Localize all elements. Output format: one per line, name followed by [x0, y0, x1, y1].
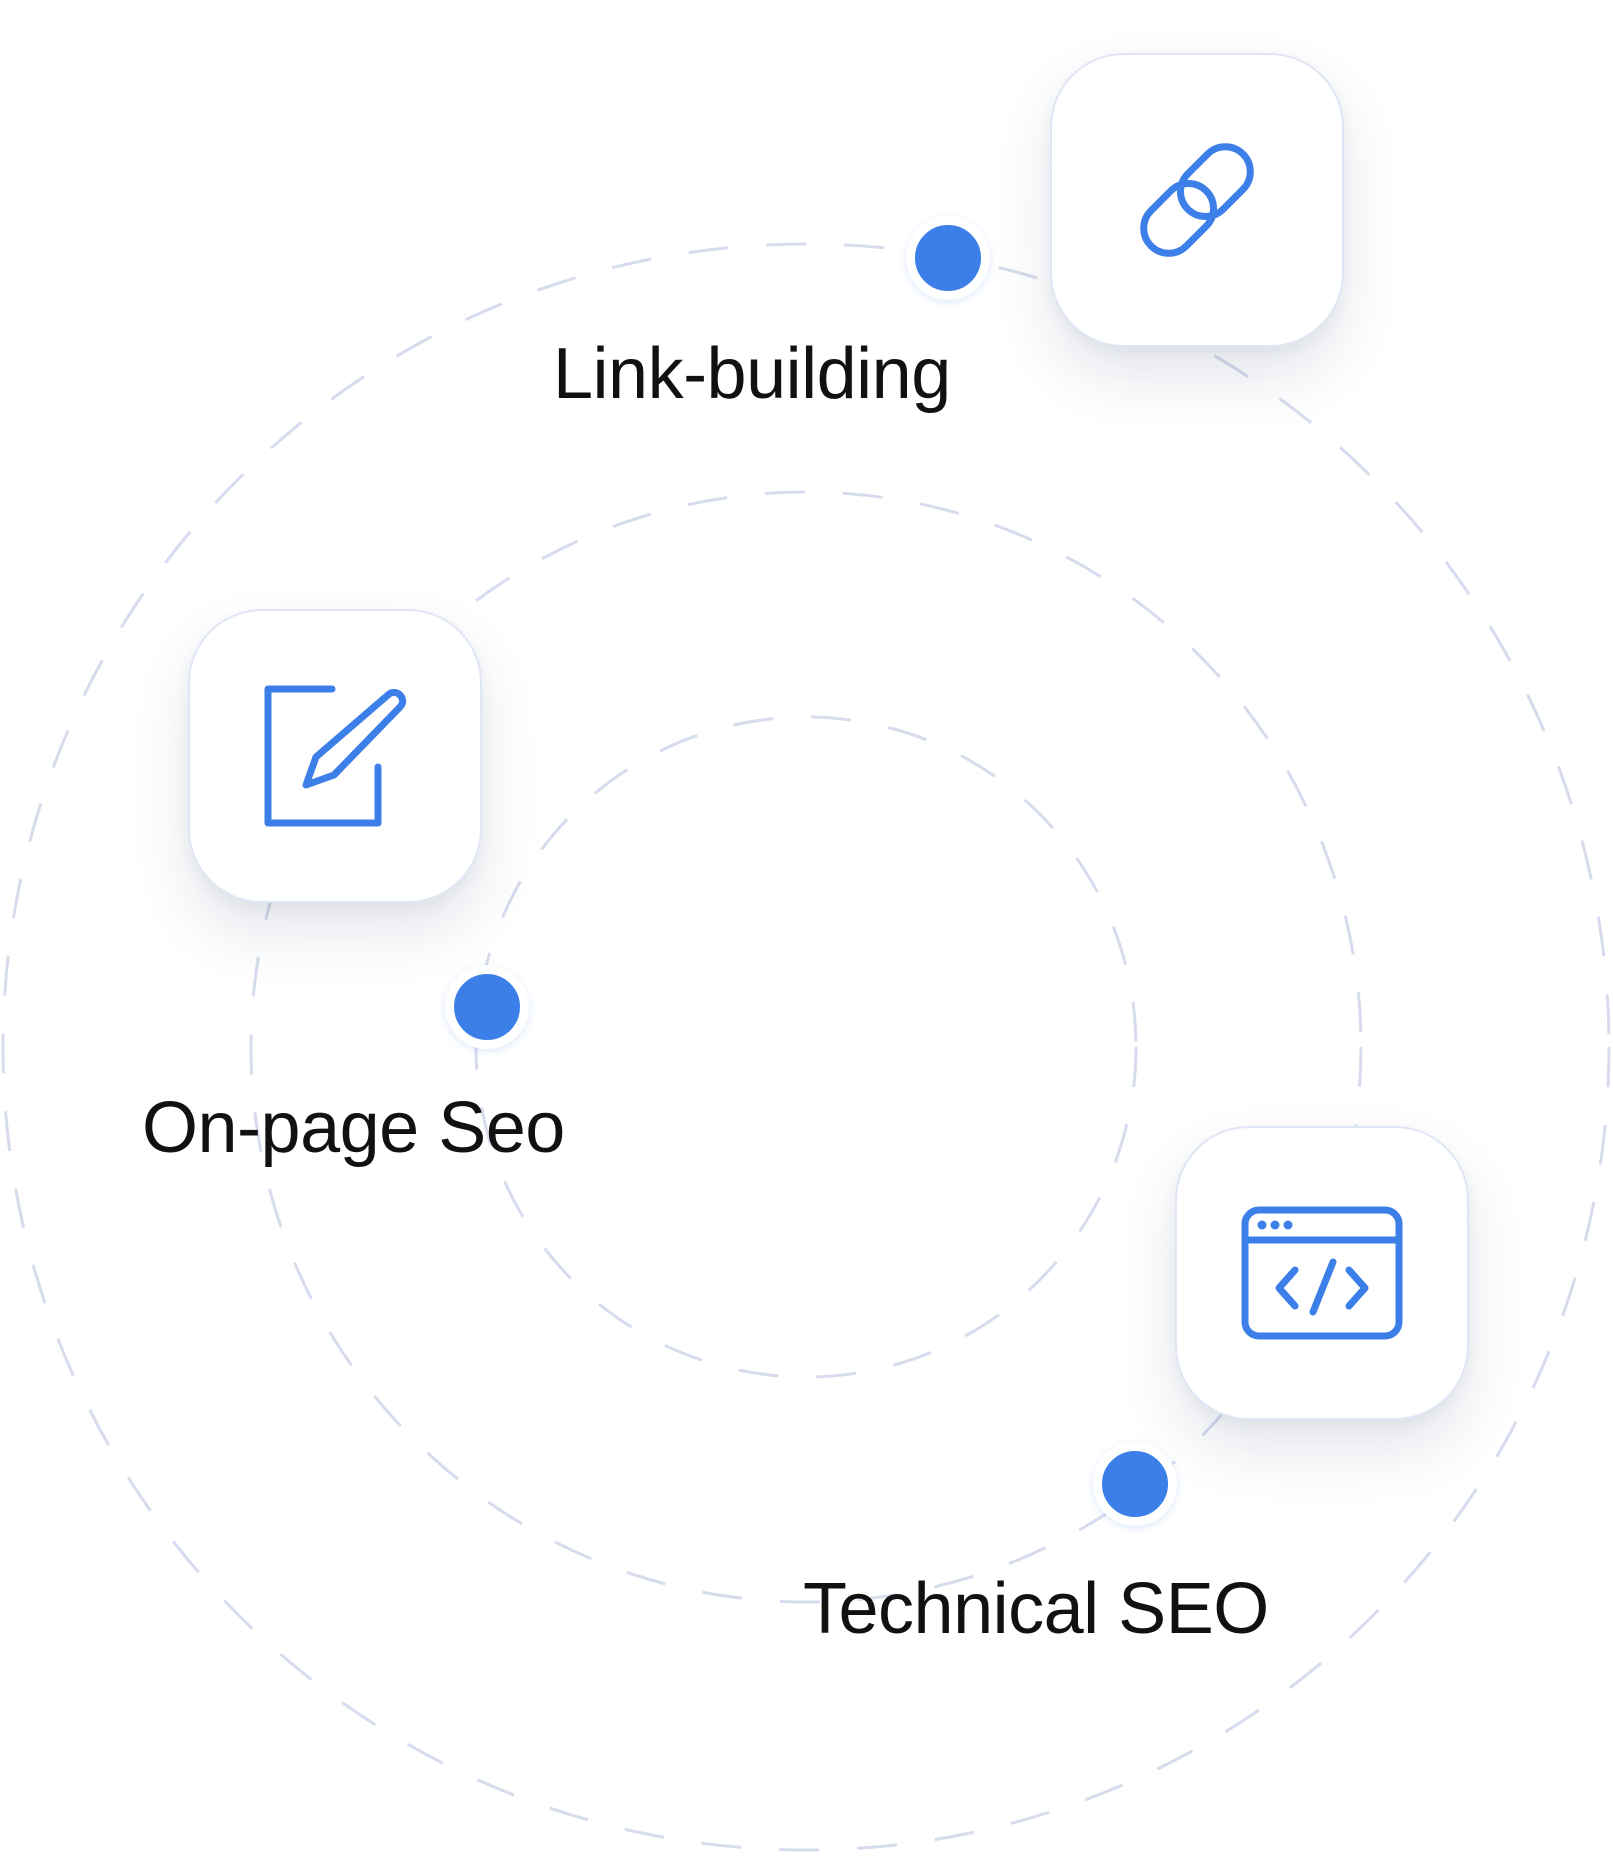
technical-seo-dot: [1093, 1442, 1177, 1526]
link-building-label: Link-building: [553, 334, 951, 414]
middle-ring: [249, 490, 1363, 1604]
inner-ring: [474, 715, 1138, 1379]
on-page-seo-label: On-page Seo: [142, 1088, 565, 1168]
outer-ring: [1, 242, 1611, 1852]
link-icon: [1140, 143, 1254, 257]
link-building-card[interactable]: [1050, 53, 1344, 347]
edit-icon: [264, 685, 407, 827]
code-window-icon: [1241, 1206, 1403, 1340]
link-building-dot: [906, 216, 990, 300]
technical-seo-label: Technical SEO: [803, 1569, 1269, 1649]
on-page-seo-dot: [445, 965, 529, 1049]
technical-seo-card[interactable]: [1175, 1126, 1469, 1420]
on-page-seo-card[interactable]: [188, 609, 482, 903]
